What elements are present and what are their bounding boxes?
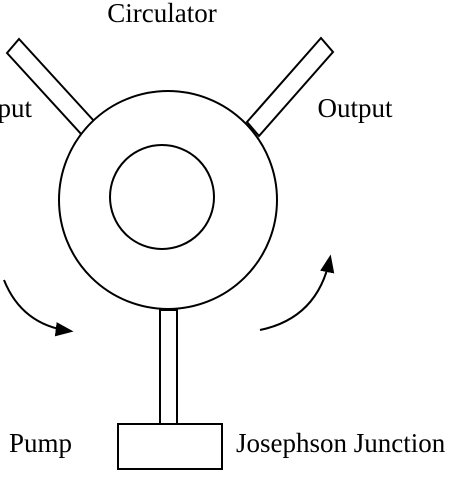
pump-label: Pump (9, 428, 72, 458)
left-circulation-arrow (3, 279, 74, 337)
input-label: Input (0, 93, 32, 123)
right-circulation-arrow (259, 254, 335, 331)
junction-label: Josephson Junction (236, 428, 446, 458)
circulator-title: Circulator (107, 0, 216, 28)
output-label: Output (317, 93, 393, 123)
josephson-junction-box (117, 423, 223, 470)
pump-transmission-line (159, 309, 178, 426)
output-port-stub (245, 36, 335, 138)
circulator-inner-ring (109, 144, 215, 250)
